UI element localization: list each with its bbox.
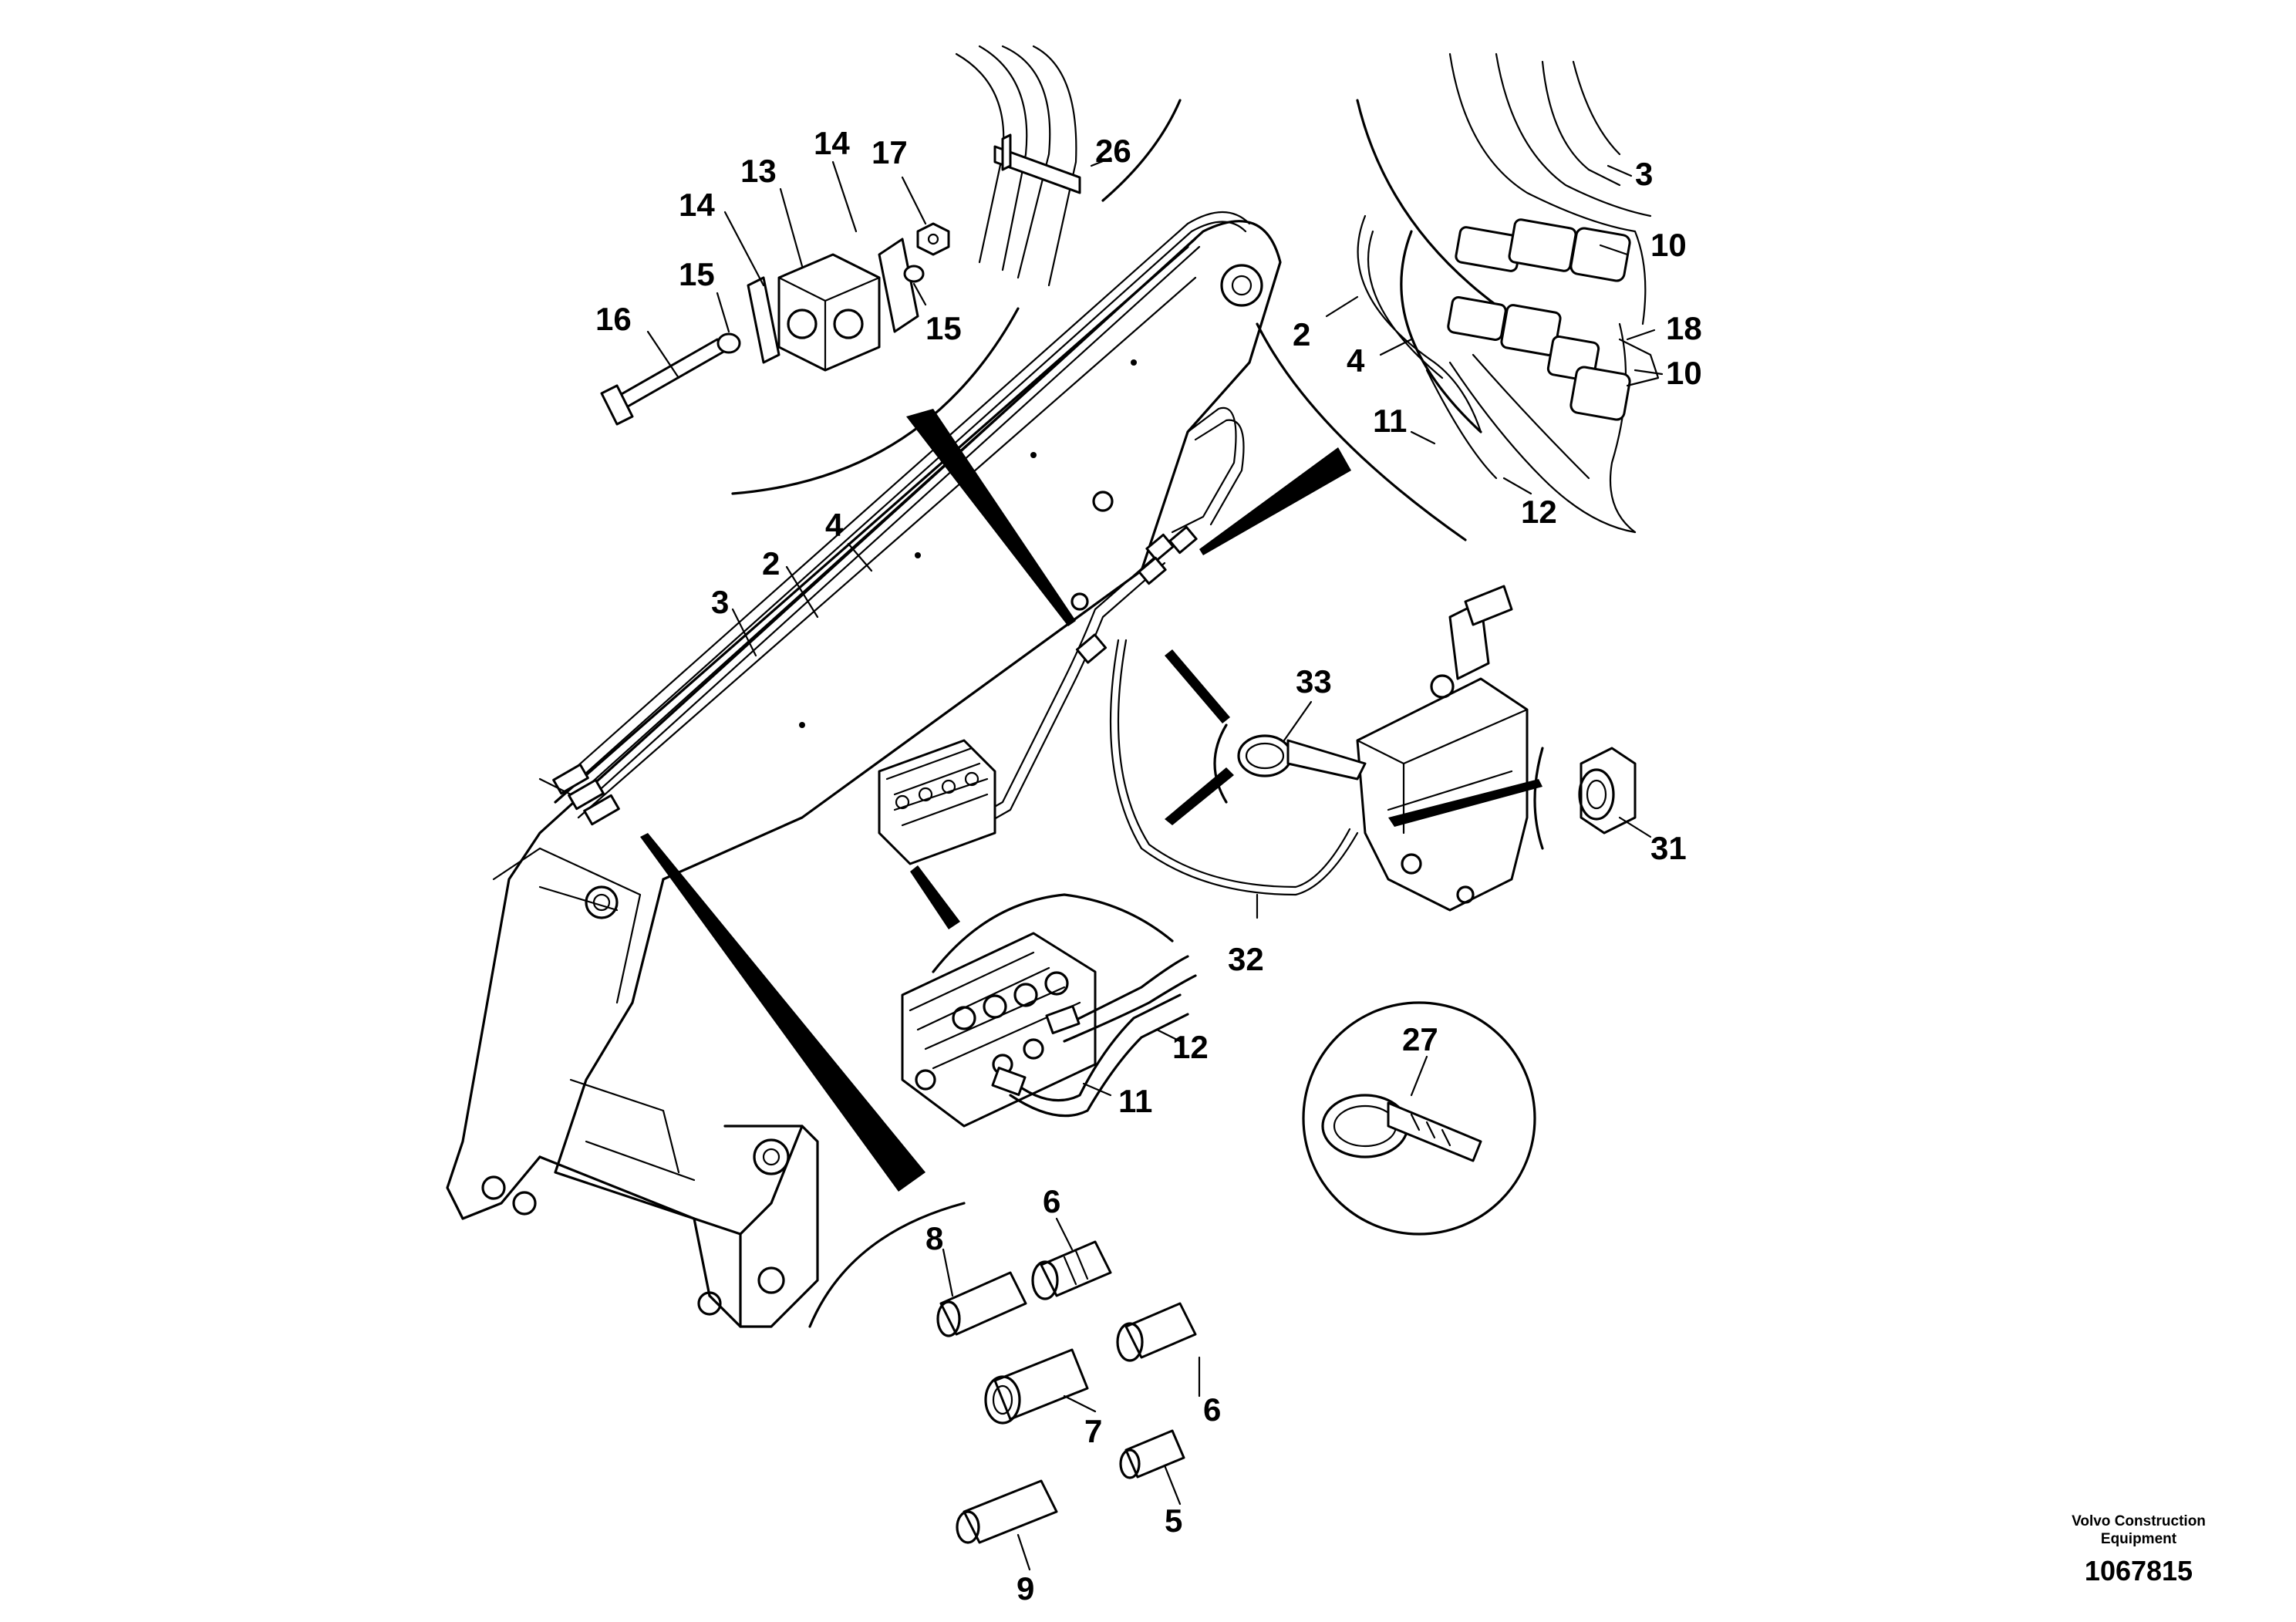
- publisher-block: Volvo Construction Equipment 1067815: [2046, 1512, 2231, 1587]
- callout-2-boom: 2: [762, 545, 780, 582]
- hose-clamp-detail: [955, 45, 1081, 287]
- callout-labels: 3 10 2 4 18 10 11 12 26 14 17 13 14 15 1…: [595, 125, 1702, 1607]
- callout-32: 32: [1228, 941, 1264, 977]
- leader-lines: [646, 157, 1664, 1571]
- callout-14-b: 14: [679, 187, 715, 223]
- hose-connection-detail: [1256, 52, 1660, 541]
- callout-18: 18: [1666, 310, 1702, 346]
- couplings: [808, 1202, 1197, 1544]
- callout-15-a: 15: [679, 256, 715, 292]
- boom-hoses: [538, 211, 1359, 896]
- callout-7: 7: [1084, 1413, 1102, 1449]
- callout-16: 16: [595, 301, 632, 337]
- callout-6-a: 6: [1043, 1183, 1060, 1219]
- callout-12-valve: 12: [1172, 1029, 1209, 1065]
- brand-line-2: Equipment: [2100, 1531, 2177, 1547]
- callout-17: 17: [872, 134, 908, 170]
- callout-27: 27: [1402, 1021, 1438, 1057]
- brand-line-1: Volvo Construction: [2072, 1513, 2206, 1529]
- callout-10-top: 10: [1650, 227, 1687, 263]
- callout-5: 5: [1165, 1502, 1182, 1539]
- callout-33: 33: [1296, 663, 1332, 700]
- callout-8: 8: [925, 1220, 943, 1256]
- callout-4-top: 4: [1347, 342, 1365, 379]
- callout-3-boom: 3: [711, 584, 729, 620]
- control-valve-detail: [901, 893, 1197, 1128]
- callout-4-boom: 4: [825, 507, 844, 543]
- control-valve-small: [878, 739, 996, 865]
- detail-pointers: [640, 409, 1542, 1192]
- boom-arm: [446, 220, 1282, 1328]
- callout-13: 13: [740, 153, 777, 189]
- clamp-detail: [600, 99, 1182, 495]
- callout-6-b: 6: [1203, 1391, 1221, 1428]
- callout-14-a: 14: [814, 125, 850, 161]
- callout-10-mid: 10: [1666, 355, 1702, 391]
- cable-tie-33: [1213, 723, 1367, 804]
- callout-11-valve: 11: [1118, 1083, 1152, 1119]
- reservoir-tank: [1356, 585, 1637, 912]
- callout-12-top: 12: [1521, 494, 1557, 530]
- callout-2-top: 2: [1293, 316, 1310, 352]
- callout-26: 26: [1095, 133, 1131, 169]
- drawing-number: 1067815: [2084, 1555, 2193, 1587]
- callout-11-top: 11: [1373, 403, 1407, 439]
- callout-31: 31: [1650, 830, 1687, 866]
- callout-3-top: 3: [1635, 156, 1653, 192]
- callout-15-b: 15: [925, 310, 962, 346]
- callout-9: 9: [1017, 1570, 1034, 1607]
- cable-tie-27: [1302, 1001, 1536, 1236]
